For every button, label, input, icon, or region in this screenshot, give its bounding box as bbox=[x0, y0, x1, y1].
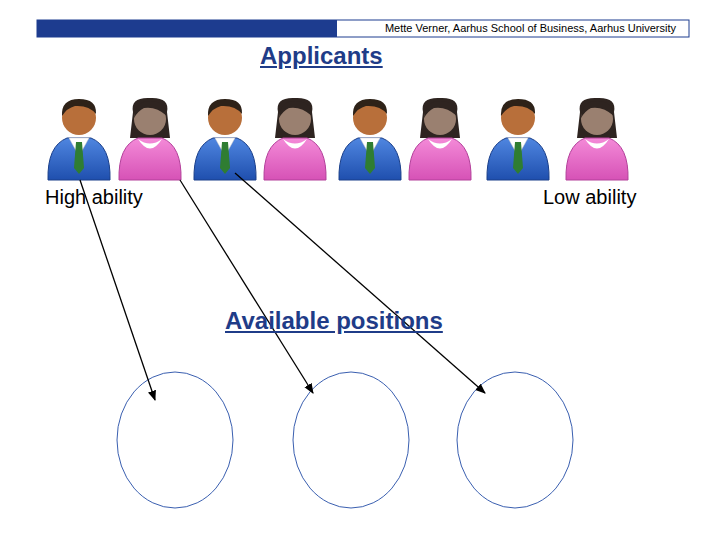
assignment-arrow bbox=[80, 180, 155, 400]
position-circle bbox=[293, 372, 409, 508]
female-icon bbox=[409, 98, 471, 180]
header-band bbox=[37, 20, 337, 37]
header-credit: Mette Verner, Aarhus School of Business,… bbox=[276, 22, 676, 35]
ability-label: Low ability bbox=[543, 186, 703, 209]
ability-label: High ability bbox=[45, 186, 205, 209]
applicant-icons bbox=[48, 98, 628, 180]
male-icon bbox=[339, 99, 401, 180]
section-heading: Available positions bbox=[225, 307, 525, 335]
position-circles bbox=[117, 372, 573, 508]
male-icon bbox=[48, 99, 110, 180]
diagram-title: Applicants bbox=[260, 42, 460, 70]
position-circle bbox=[457, 372, 573, 508]
female-icon bbox=[264, 98, 326, 180]
female-icon bbox=[566, 98, 628, 180]
header-bar bbox=[37, 20, 689, 37]
male-icon bbox=[194, 99, 256, 180]
assignment-arrow bbox=[235, 173, 485, 393]
position-circle bbox=[117, 372, 233, 508]
male-icon bbox=[487, 99, 549, 180]
assignment-arrow bbox=[180, 180, 313, 393]
female-icon bbox=[119, 98, 181, 180]
